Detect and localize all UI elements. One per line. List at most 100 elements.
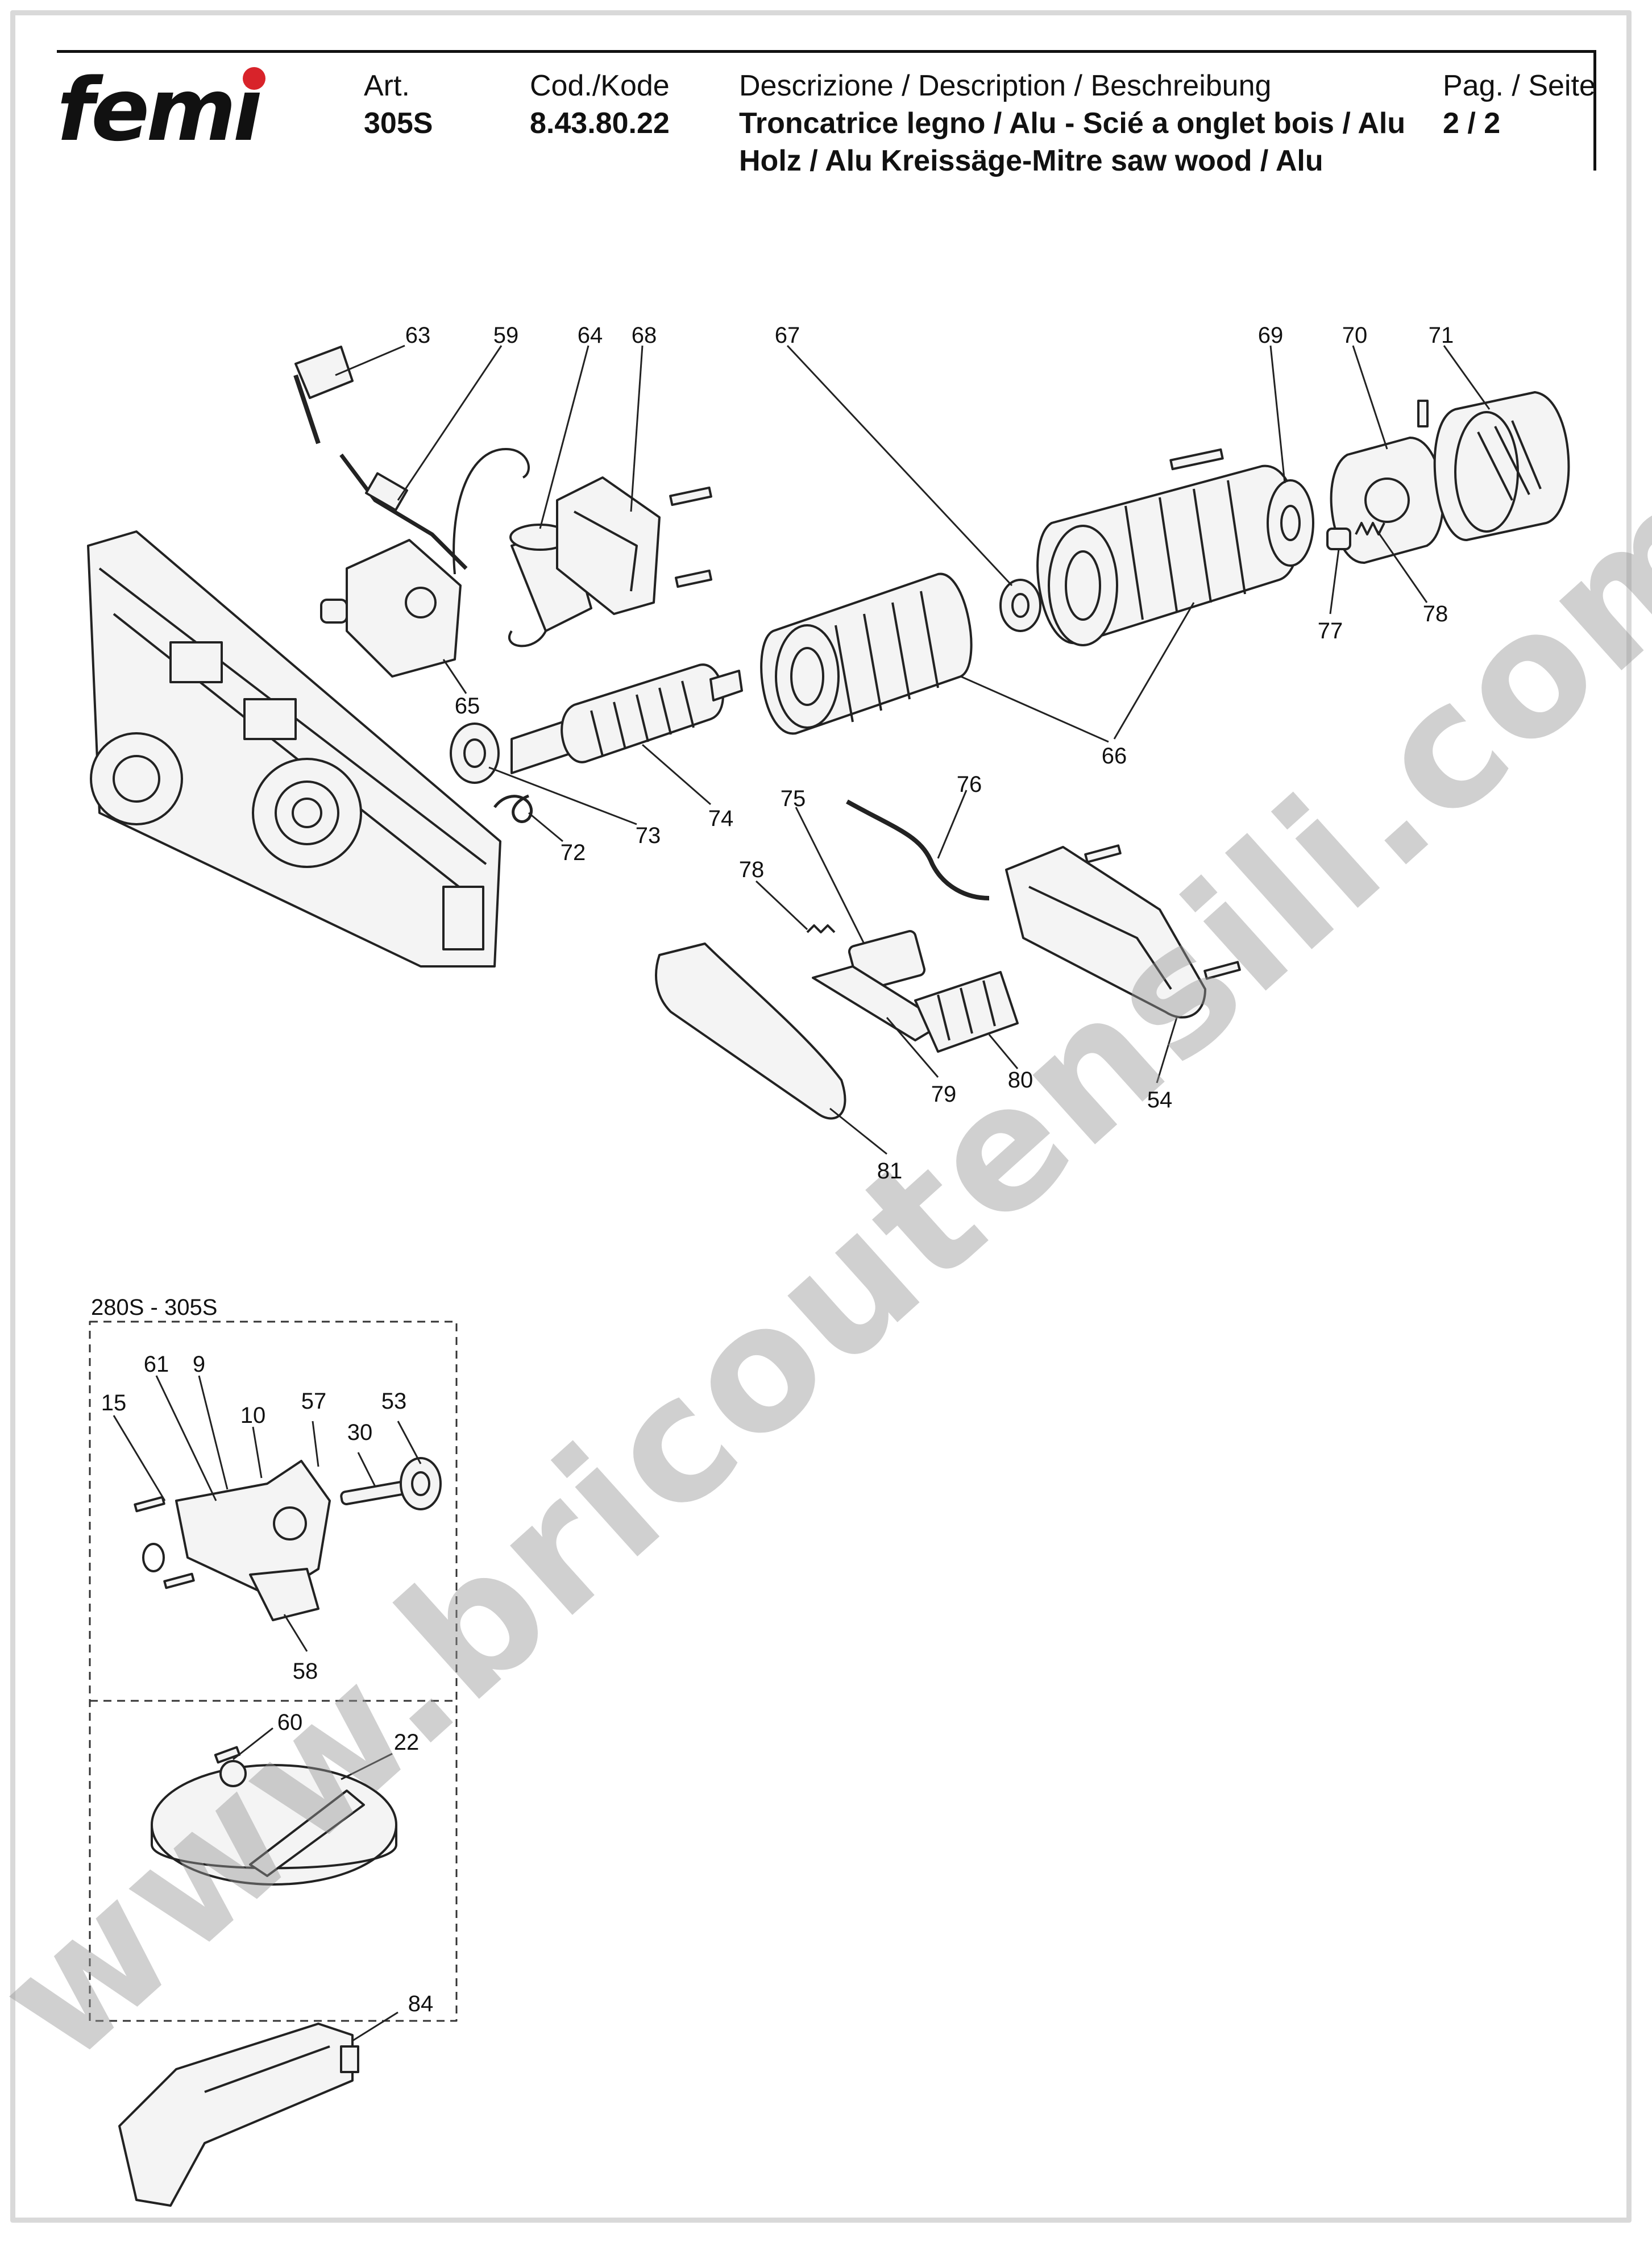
callout-69: 69	[1257, 323, 1284, 348]
front-bearing-part	[450, 723, 500, 784]
header-right-rule	[1593, 50, 1596, 171]
inset-label: 280S - 305S	[91, 1295, 218, 1320]
leader-84	[352, 2011, 399, 2042]
callout-61: 61	[143, 1352, 169, 1377]
callout-68: 68	[631, 323, 657, 348]
power-plug-part	[293, 346, 354, 445]
callout-10: 10	[240, 1403, 266, 1428]
small-screw-2-part	[163, 1572, 195, 1589]
wire-loop-part	[453, 448, 530, 575]
leader-61	[155, 1375, 217, 1501]
leader-76	[937, 790, 968, 859]
leader-65	[442, 659, 467, 694]
leader-75	[795, 807, 865, 944]
code-cell: Cod./Kode 8.43.80.22	[530, 67, 670, 142]
leader-59	[397, 345, 503, 501]
callout-30: 30	[347, 1420, 373, 1445]
callout-79: 79	[931, 1082, 957, 1107]
description-cell: Descrizione / Description / Beschreibung…	[739, 67, 1405, 180]
leader-10	[252, 1426, 263, 1479]
page-cell: Pag. / Seite 2 / 2	[1443, 67, 1596, 142]
pivot-pin-part	[340, 1480, 410, 1505]
dust-chute-part	[118, 2023, 359, 2207]
leader-70	[1352, 345, 1388, 450]
leader-73	[488, 766, 637, 825]
article-cell: Art. 305S	[364, 67, 433, 142]
leader-22	[341, 1753, 393, 1780]
spring-clip-part	[493, 794, 533, 823]
callout-74: 74	[708, 806, 734, 831]
cable-part	[339, 453, 468, 570]
page-label: Pag. / Seite	[1443, 69, 1596, 102]
code-label: Cod./Kode	[530, 69, 670, 102]
callout-22: 22	[393, 1730, 420, 1755]
rear-bearing-part	[999, 579, 1041, 632]
stator-field-part	[760, 572, 973, 735]
callout-71: 71	[1428, 323, 1454, 348]
leader-74	[642, 744, 711, 806]
page-value: 2 / 2	[1443, 107, 1501, 140]
leader-58	[283, 1614, 308, 1652]
callout-84: 84	[408, 1991, 434, 2016]
callout-80: 80	[1007, 1068, 1033, 1093]
lock-knob-part	[214, 1746, 247, 1787]
callout-78-top: 78	[1422, 601, 1448, 626]
circlip-part	[142, 1543, 165, 1572]
callout-72: 72	[560, 840, 586, 865]
callout-63: 63	[405, 323, 431, 348]
leader-79	[886, 1017, 939, 1078]
leader-66b	[1113, 602, 1195, 740]
callout-73: 73	[635, 823, 661, 848]
callout-77: 77	[1317, 618, 1343, 643]
leader-80	[988, 1034, 1019, 1069]
article-value: 305S	[364, 107, 433, 140]
leader-9	[198, 1375, 229, 1490]
description-line-2: Holz / Alu Kreissäge-Mitre saw wood / Al…	[739, 144, 1323, 177]
suppressor-block-part	[914, 971, 1019, 1053]
callout-70: 70	[1342, 323, 1368, 348]
leader-54	[1156, 1017, 1178, 1083]
switch-cable-part	[846, 799, 990, 900]
article-label: Art.	[364, 69, 410, 102]
leader-78a	[1375, 528, 1428, 603]
bevel-bracket-part	[175, 1460, 331, 1621]
leader-15	[113, 1415, 166, 1501]
callout-60: 60	[277, 1710, 303, 1735]
leader-68	[630, 345, 644, 512]
description-label: Descrizione / Description / Beschreibung	[739, 69, 1272, 102]
logo-dot-icon	[243, 67, 265, 90]
handle-half-left-part	[655, 943, 846, 1120]
turntable-part	[151, 1764, 397, 1886]
pivot-washer-part	[400, 1457, 442, 1510]
callout-58: 58	[292, 1659, 318, 1684]
trigger-spring-part	[806, 924, 836, 933]
header-rule	[57, 50, 1595, 53]
callout-65: 65	[454, 694, 480, 719]
leader-81	[829, 1107, 887, 1155]
leader-60	[233, 1727, 273, 1761]
end-plate-part	[1267, 479, 1314, 567]
callout-15: 15	[101, 1390, 127, 1415]
leader-77	[1329, 549, 1340, 615]
leader-63	[335, 344, 405, 376]
callout-78-middle: 78	[738, 857, 765, 882]
motor-housing-part	[1036, 448, 1301, 646]
carbon-brush-part	[1326, 528, 1351, 550]
rear-cover-part	[1433, 391, 1570, 541]
callout-66: 66	[1101, 744, 1127, 769]
callout-54: 54	[1147, 1087, 1173, 1112]
handle-half-right-part	[1005, 844, 1241, 1019]
leader-53	[397, 1421, 422, 1464]
callout-59: 59	[493, 323, 519, 348]
code-value: 8.43.80.22	[530, 107, 670, 140]
switch-board-part	[320, 539, 462, 678]
cable-grommet-part	[365, 472, 408, 512]
callout-64: 64	[577, 323, 603, 348]
callout-81: 81	[877, 1159, 903, 1184]
callout-67: 67	[774, 323, 800, 348]
callout-57: 57	[301, 1389, 327, 1414]
small-screw-part	[134, 1496, 165, 1513]
leader-67	[786, 344, 1013, 587]
callout-76: 76	[956, 772, 982, 797]
